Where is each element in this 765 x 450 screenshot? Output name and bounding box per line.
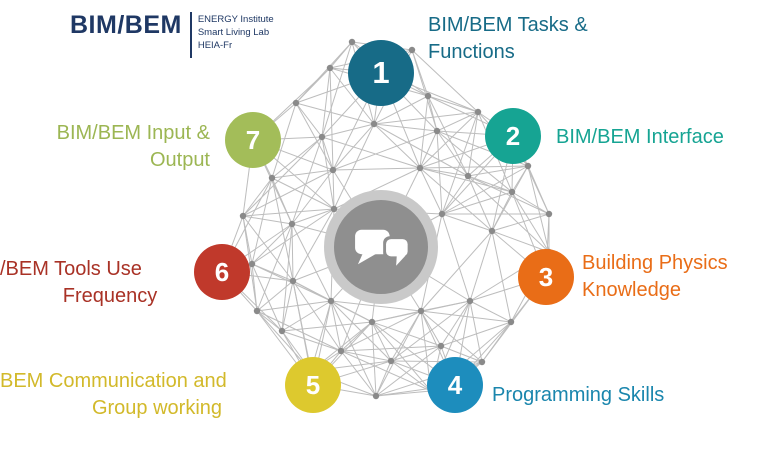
- node-6-number: 6: [214, 256, 230, 287]
- node-4-number: 4: [447, 369, 463, 400]
- label-line: Group working: [91, 397, 223, 419]
- node-2-label: BIM/BEM Interface: [556, 124, 724, 151]
- node-1-circle: 1: [348, 40, 414, 106]
- node-1-number: 1: [372, 55, 390, 90]
- logo-org-block: ENERGY Institute Smart Living Lab HEIA-F…: [198, 10, 274, 52]
- label-line: Functions: [428, 41, 515, 63]
- node-7-label: BIM/BEM Input & Output: [8, 120, 210, 174]
- logo-org-line: HEIA-Fr: [197, 40, 233, 51]
- logo-org-line: ENERGY Institute: [197, 14, 274, 25]
- label-line: BIM/BEM Input &: [56, 122, 210, 144]
- label-line: BIM/BEM Interface: [556, 126, 724, 148]
- label-line: BIM/BEM Tasks &: [428, 14, 588, 36]
- label-line: /BEM Tools Use: [0, 258, 142, 280]
- center-discussion-node: [324, 190, 438, 304]
- node-4-label: Programming Skills: [492, 382, 664, 409]
- node-3-circle: 3: [518, 249, 574, 305]
- node-6-label: /BEM Tools Use Frequency: [0, 256, 220, 310]
- node-1-label: BIM/BEM Tasks & Functions: [428, 12, 588, 66]
- logo-divider: [189, 12, 192, 58]
- node-3-number: 3: [538, 261, 554, 292]
- node-2-circle: 2: [485, 108, 541, 164]
- label-line: Programming Skills: [492, 384, 665, 406]
- label-line: Output: [149, 149, 210, 171]
- bimbem-logo: BIM/BEM ENERGY Institute Smart Living La…: [70, 10, 274, 58]
- chat-bubbles-icon: [355, 229, 411, 266]
- node-5-label: BEM Communication and Group working: [0, 368, 314, 422]
- logo-org-line: Smart Living Lab: [197, 27, 270, 38]
- node-7-circle: 7: [225, 112, 281, 168]
- node-3-label: Building Physics Knowledge: [582, 250, 728, 304]
- node-5-circle: 5: [285, 357, 341, 413]
- node-5-number: 5: [305, 369, 321, 400]
- node-4-circle: 4: [427, 357, 483, 413]
- label-line: BEM Communication and: [0, 370, 227, 392]
- label-line: Knowledge: [582, 279, 681, 301]
- logo-brand: BIM/BEM: [70, 11, 182, 39]
- label-line: Building Physics: [582, 252, 728, 274]
- node-6-circle: 6: [194, 244, 250, 300]
- node-2-number: 2: [505, 120, 521, 151]
- label-line: Frequency: [62, 285, 158, 307]
- node-7-number: 7: [245, 124, 261, 155]
